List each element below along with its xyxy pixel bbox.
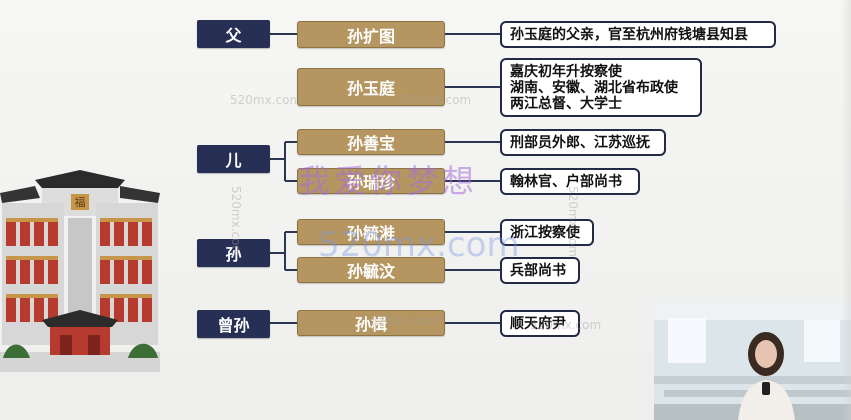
video-window-left bbox=[668, 318, 706, 363]
watermark-small-vertical-2: 520mx.com bbox=[566, 186, 580, 258]
description-sun-ji: 顺天府尹 bbox=[500, 310, 580, 337]
building-left-tree bbox=[3, 344, 30, 358]
description-sun-shanbao: 刑部员外郎、江苏巡抚 bbox=[500, 129, 666, 156]
presenter-microphone bbox=[762, 382, 770, 395]
video-window-right bbox=[804, 320, 840, 362]
right-edge-shadow bbox=[841, 0, 851, 420]
description-sun-yuting-line-2: 湖南、安徽、湖北省布政使 bbox=[510, 80, 678, 96]
generation-grandson: 孙 bbox=[197, 239, 270, 267]
description-sun-kuotu: 孙玉庭的父亲，官至杭州府钱塘县知县 bbox=[500, 21, 776, 48]
person-sun-ruizhen: 孙瑞珍 bbox=[297, 168, 445, 194]
watermark-small-4: 520mx.com bbox=[530, 318, 602, 332]
generation-son: 儿 bbox=[197, 145, 270, 173]
description-sun-yuwen: 兵部尚书 bbox=[500, 257, 580, 284]
watermark-url: 520mx.com bbox=[318, 225, 520, 265]
video-desk-row-1 bbox=[654, 376, 851, 384]
building-door-right bbox=[88, 335, 100, 355]
description-sun-ruizhen: 翰林官、户部尚书 bbox=[500, 168, 640, 195]
building-window-grid-right bbox=[100, 222, 152, 322]
building-lower-gate-roof bbox=[42, 310, 118, 327]
presenter-body bbox=[738, 380, 795, 420]
watermark-small-1: 520mx.com bbox=[230, 93, 302, 107]
generation-father: 父 bbox=[197, 20, 270, 48]
person-sun-yuwen: 孙毓汶 bbox=[297, 257, 445, 283]
building-main-roof bbox=[35, 170, 125, 188]
person-sun-yuting: 孙玉庭 bbox=[297, 68, 445, 106]
presenter-face bbox=[755, 340, 777, 368]
video-ceiling bbox=[654, 298, 851, 320]
building-sign-text: 福 bbox=[75, 195, 86, 209]
traditional-building-illustration: 福 bbox=[0, 170, 160, 372]
building-right-roof bbox=[120, 186, 160, 203]
person-sun-ji: 孙楫 bbox=[297, 310, 445, 336]
building-window-grid-left bbox=[6, 222, 58, 322]
description-sun-yuting-line-3: 两江总督、大学士 bbox=[510, 96, 622, 112]
person-sun-kuotu: 孙扩图 bbox=[297, 21, 445, 48]
presenter-video-drawing bbox=[654, 298, 851, 420]
building-lower-gate bbox=[50, 327, 110, 355]
description-sun-yuting-line-1: 嘉庆初年升按察使 bbox=[510, 64, 622, 80]
watermark-main: 我爱你梦想 bbox=[298, 162, 479, 200]
generation-great-grandson: 曾孙 bbox=[197, 310, 270, 338]
watermark-small-3: 520mx.com bbox=[370, 314, 442, 328]
building-sign-board bbox=[71, 194, 89, 210]
description-sun-yuxiang: 浙江按察使 bbox=[500, 219, 594, 246]
building-base-shadow bbox=[0, 352, 160, 372]
person-sun-shanbao: 孙善宝 bbox=[297, 129, 445, 155]
presenter-video-inset bbox=[654, 298, 851, 420]
building-window-tops bbox=[6, 218, 152, 298]
building-right-tree bbox=[128, 343, 158, 358]
description-sun-yuting: 嘉庆初年升按察使 湖南、安徽、湖北省布政使 两江总督、大学士 bbox=[500, 58, 702, 117]
watermark-small-2: 520mx.com bbox=[400, 93, 472, 107]
building-door-left bbox=[60, 335, 72, 355]
person-sun-yuxiang: 孙毓溎 bbox=[297, 219, 445, 245]
building-left-roof bbox=[0, 186, 40, 203]
watermark-small-vertical-1: 520mx.com bbox=[229, 186, 243, 258]
